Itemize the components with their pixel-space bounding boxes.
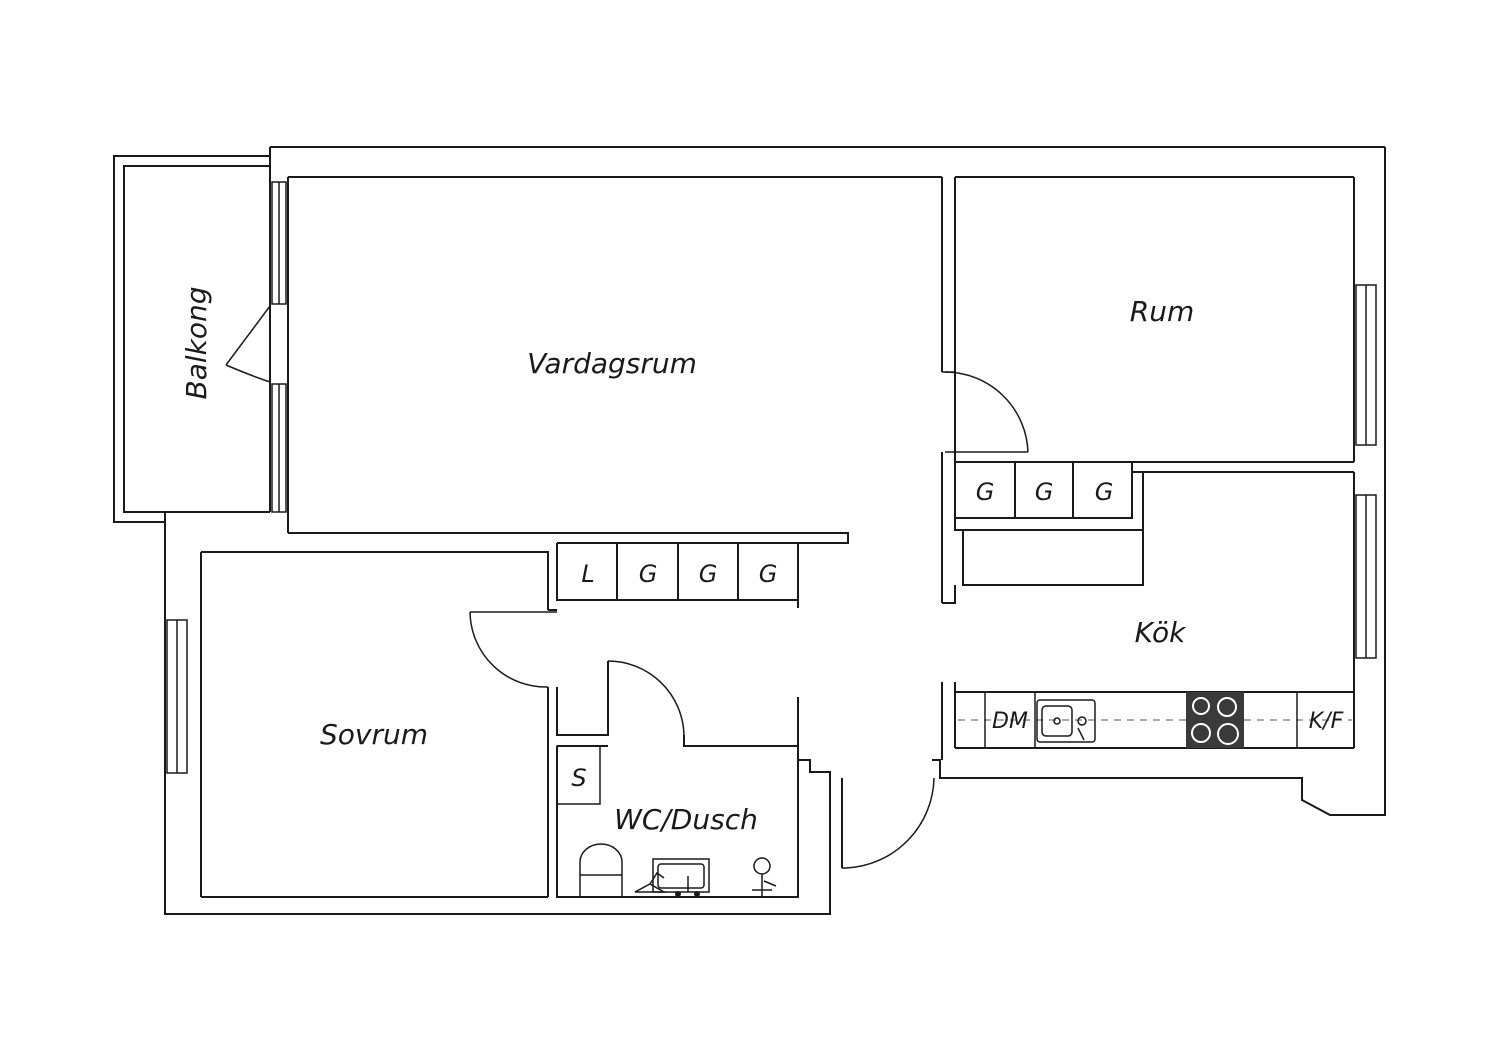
- sink-icon: [1036, 699, 1096, 743]
- closet-label: G: [976, 478, 995, 506]
- balcony-label: Balkong: [180, 286, 213, 399]
- fridge-freezer-label: K/F: [1309, 709, 1344, 734]
- door-swing-icon: [225, 305, 271, 383]
- interior-walls: [548, 177, 1354, 898]
- stove-icon: [1186, 692, 1244, 748]
- dishwasher-label: DM: [992, 709, 1028, 734]
- windows: [166, 181, 1377, 774]
- room-labels: Vardagsrum Rum Kök Sovrum WC/Dusch: [320, 295, 1194, 836]
- door-swing-icon: [942, 371, 1029, 453]
- kitchen-counter: DM K/F: [958, 692, 1352, 748]
- washbasin-icon: [634, 858, 710, 897]
- bedroom-label: Sovrum: [320, 718, 428, 751]
- window-icon: [166, 619, 188, 774]
- closet-label: G: [639, 560, 658, 588]
- room-label: Rum: [1130, 295, 1194, 328]
- door-swing-icon: [842, 777, 935, 869]
- bathroom-fixtures: [579, 843, 777, 898]
- window-icon: [271, 181, 287, 305]
- window-icon: [1355, 494, 1377, 659]
- door-swing-icon: [469, 611, 557, 688]
- living-room-label: Vardagsrum: [527, 347, 697, 380]
- closet-label: S: [571, 764, 586, 792]
- closet-label: G: [699, 560, 718, 588]
- toilet-icon: [579, 843, 623, 898]
- door-swing-icon: [607, 660, 685, 736]
- window-icon: [271, 383, 287, 513]
- window-icon: [1355, 284, 1377, 446]
- shower-icon: [752, 857, 777, 897]
- bathroom-label: WC/Dusch: [614, 803, 758, 836]
- doors: [225, 305, 1029, 869]
- bathroom-cabinet: [556, 745, 601, 805]
- kitchen-label: Kök: [1135, 616, 1187, 649]
- exterior-walls: [164, 146, 1386, 915]
- closet-labels: G G G L G G G S: [556, 478, 1114, 805]
- balcony: Balkong: [113, 155, 270, 523]
- closet-label: L: [581, 560, 594, 588]
- closet-label: G: [759, 560, 778, 588]
- closet-label: G: [1095, 478, 1114, 506]
- closet-label: G: [1035, 478, 1054, 506]
